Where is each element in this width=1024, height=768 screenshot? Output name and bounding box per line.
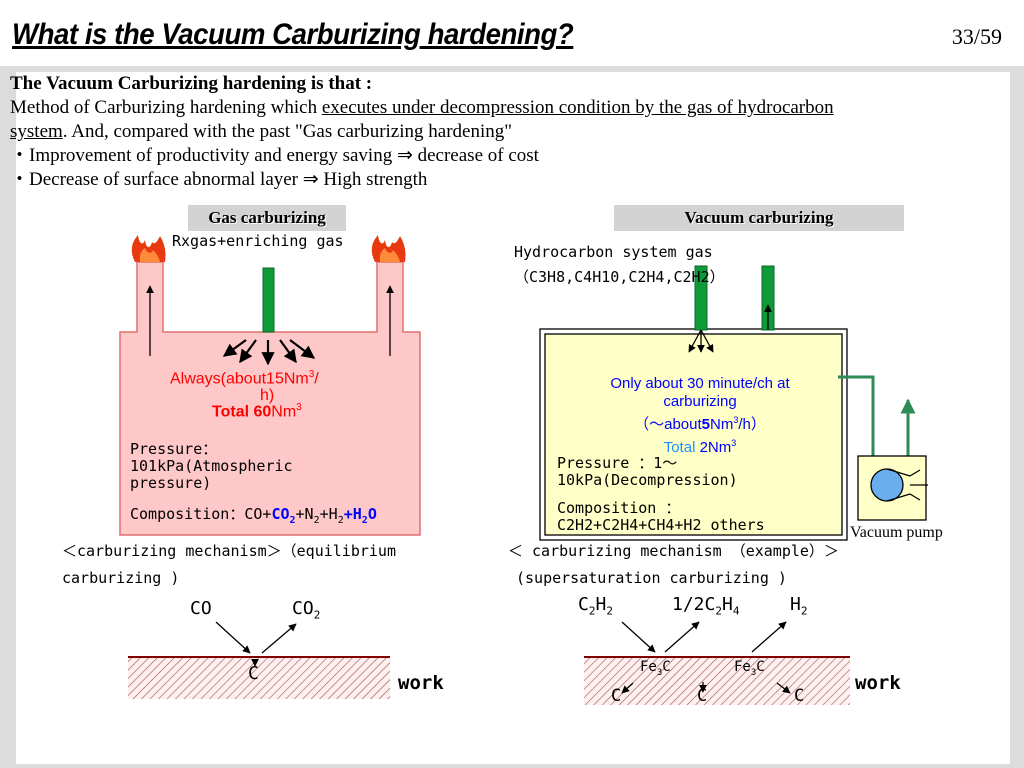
gas-carburizing-header: Gas carburizing <box>188 205 346 231</box>
vacuum-rate-text: Only about 30 minute/ch at carburizing （… <box>610 375 790 456</box>
work-label-left: work <box>398 672 444 694</box>
vacuum-mechanism-title: ＜ carburizing mechanism （example）＞ <box>508 542 839 560</box>
fe3c-label-1: Fe3C <box>640 659 671 678</box>
vacuum-gas-label: Hydrocarbon system gas <box>514 243 713 261</box>
co-arrow <box>215 621 251 654</box>
intro-line2-underlined: system <box>10 121 63 142</box>
co2-label: CO2 <box>292 598 321 622</box>
c2h2-arrow <box>621 621 656 653</box>
carbon-label-1: C <box>611 686 622 706</box>
intro-line1: Method of Carburizing hardening which ex… <box>10 96 1010 120</box>
intro-text: The Vacuum Carburizing hardening is that… <box>10 72 1010 192</box>
c-arrow-3 <box>776 682 791 694</box>
co-label: CO <box>190 598 212 619</box>
gas-always-rate: Always(about15Nm3/ h) <box>170 369 319 405</box>
gas-pressure: Pressure： 101kPa(Atmospheric pressure) <box>130 440 293 492</box>
work-surface-left <box>128 657 390 699</box>
vacuum-flow-arrows <box>688 304 772 353</box>
half-c2h4-label: 1/2C2H4 <box>672 594 740 618</box>
title-bar <box>0 0 1024 66</box>
vacuum-pump-icon <box>857 455 928 521</box>
gas-composition: Composition：CO+CO2+N2+H2+H2O <box>130 505 377 526</box>
gas-mechanism-title: ＜carburizing mechanism＞（equilibrium <box>62 542 396 560</box>
gas-inlet-pipe <box>262 267 275 333</box>
vacuum-pump-label: Vacuum pump <box>850 524 943 541</box>
intro-heading: The Vacuum Carburizing hardening is that… <box>10 73 373 94</box>
half-c2h4-arrow <box>664 621 700 653</box>
vacuum-pressure: Pressure ：1～ 10kPa(Decompression) <box>557 454 738 489</box>
intro-line1-prefix: Method of Carburizing hardening which <box>10 97 322 118</box>
co2-arrow <box>261 623 297 654</box>
h2-arrow <box>751 621 787 653</box>
carbon-label-2: C <box>697 686 708 706</box>
flame-icon-left <box>131 235 166 262</box>
vacuum-composition: Composition ： C2H2+C2H4+CH4+H2 others <box>557 499 765 534</box>
gas-label: Rxgas+enriching gas <box>172 232 344 250</box>
gas-flow-arrows <box>222 339 316 366</box>
work-label-right: work <box>855 672 901 694</box>
carbon-label-3: C <box>794 686 805 706</box>
vacuum-mechanism-subtitle: (supersaturation carburizing ) <box>516 569 787 587</box>
flame-icon-right <box>371 235 406 262</box>
vacuum-carburizing-header: Vacuum carburizing <box>614 205 904 231</box>
c-arrow-1 <box>621 682 634 694</box>
vacuum-gas-list: （C3H8,C4H10,C2H4,C2H2） <box>514 268 725 286</box>
c2h2-label: C2H2 <box>578 594 613 618</box>
carbon-label-left: C <box>248 663 259 684</box>
page-number: 33/59 <box>951 24 1002 49</box>
fe3c-label-2: Fe3C <box>734 659 765 678</box>
intro-line2-suffix: . And, compared with the past "Gas carbu… <box>62 121 512 142</box>
work-surface-right <box>584 657 850 705</box>
vacuum-pipe <box>838 375 875 456</box>
intro-line1-underlined: executes under decompression condition b… <box>321 97 834 118</box>
intro-bullet-1: ・Improvement of productivity and energy … <box>10 145 539 166</box>
intro-bullet-2: ・Decrease of surface abnormal layer ⇒ Hi… <box>10 169 428 190</box>
h2-label: H2 <box>790 594 808 618</box>
vacuum-furnace-inner <box>544 333 843 536</box>
page-title: What is the Vacuum Carburizing hardening… <box>12 18 574 51</box>
intro-line2: system. And, compared with the past "Gas… <box>10 120 1010 144</box>
gas-total: Total 60Nm3 <box>212 402 302 421</box>
gas-mechanism-subtitle: carburizing ) <box>62 569 180 587</box>
